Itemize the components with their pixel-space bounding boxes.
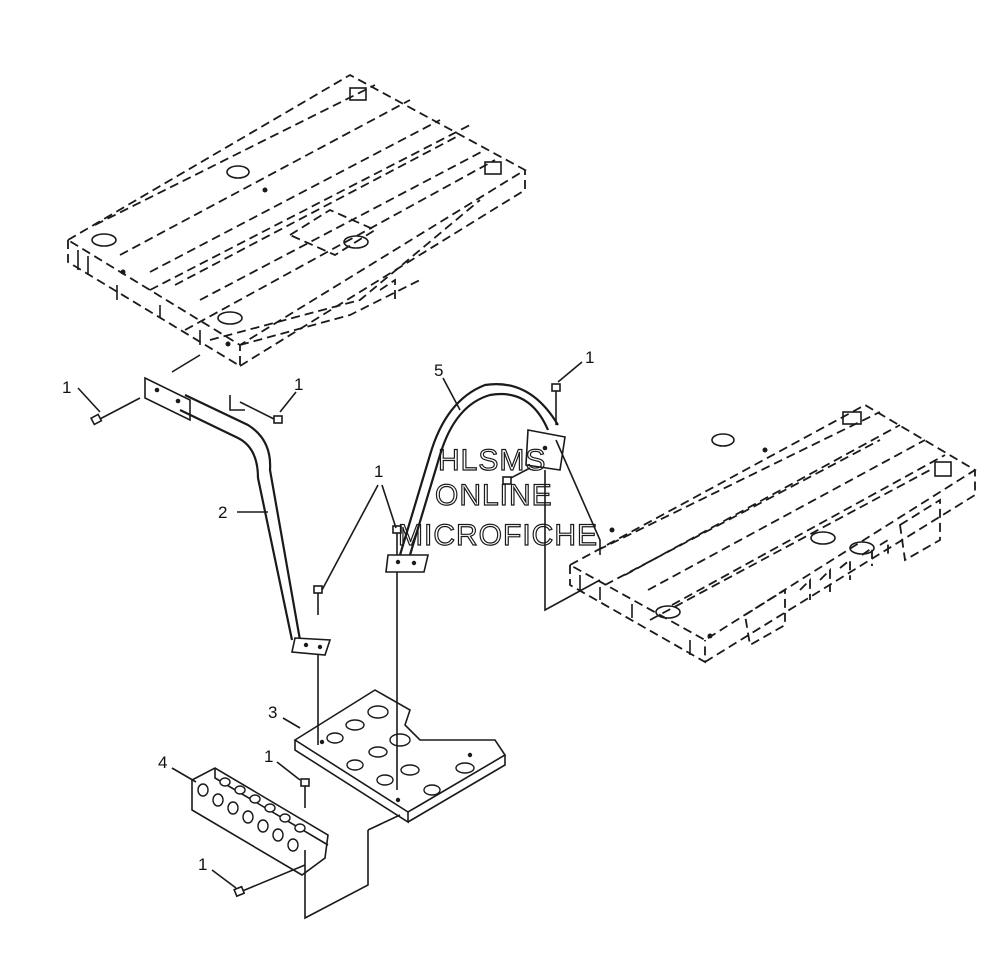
bolt-lower	[300, 778, 310, 808]
leader-lines	[77, 361, 583, 889]
watermark-line-1: HLSMS	[438, 444, 546, 477]
callout-3: 3	[268, 703, 277, 722]
callout-1-center: 1	[374, 462, 383, 481]
callout-4: 4	[158, 753, 167, 772]
bolt-left	[89, 397, 141, 426]
part-2-tube-brace	[144, 376, 332, 656]
callout-1-mid-left: 1	[294, 375, 303, 394]
bolt-center-left	[313, 585, 323, 615]
upper-left-frame	[66, 73, 527, 368]
bolt-right-mid	[502, 467, 531, 485]
part-3-footrest-plate	[293, 689, 507, 824]
assembly-lines	[171, 354, 601, 920]
callout-labels: 1 1 1 1 1 1 2 3 4 5	[62, 348, 594, 874]
bolt-center	[392, 525, 402, 555]
callout-1-lower: 1	[264, 747, 273, 766]
callout-1-left: 1	[62, 378, 71, 397]
part-4-step-bracket	[191, 767, 329, 876]
bolt-bottom	[233, 864, 306, 898]
part-5-tube-brace	[385, 383, 566, 573]
bolt-mid-left	[239, 401, 283, 424]
callout-5: 5	[434, 361, 443, 380]
bolt-upper-right	[551, 383, 561, 425]
callout-1-top-right: 1	[585, 348, 594, 367]
callout-2: 2	[218, 503, 227, 522]
watermark-line-2: ONLINE	[435, 479, 553, 512]
lower-right-frame	[568, 403, 977, 664]
watermark-line-3: MICROFICHE	[398, 519, 598, 552]
watermark: HLSMS ONLINE MICROFICHE	[397, 443, 598, 552]
callout-1-bottom: 1	[198, 855, 207, 874]
bolts	[89, 383, 561, 898]
